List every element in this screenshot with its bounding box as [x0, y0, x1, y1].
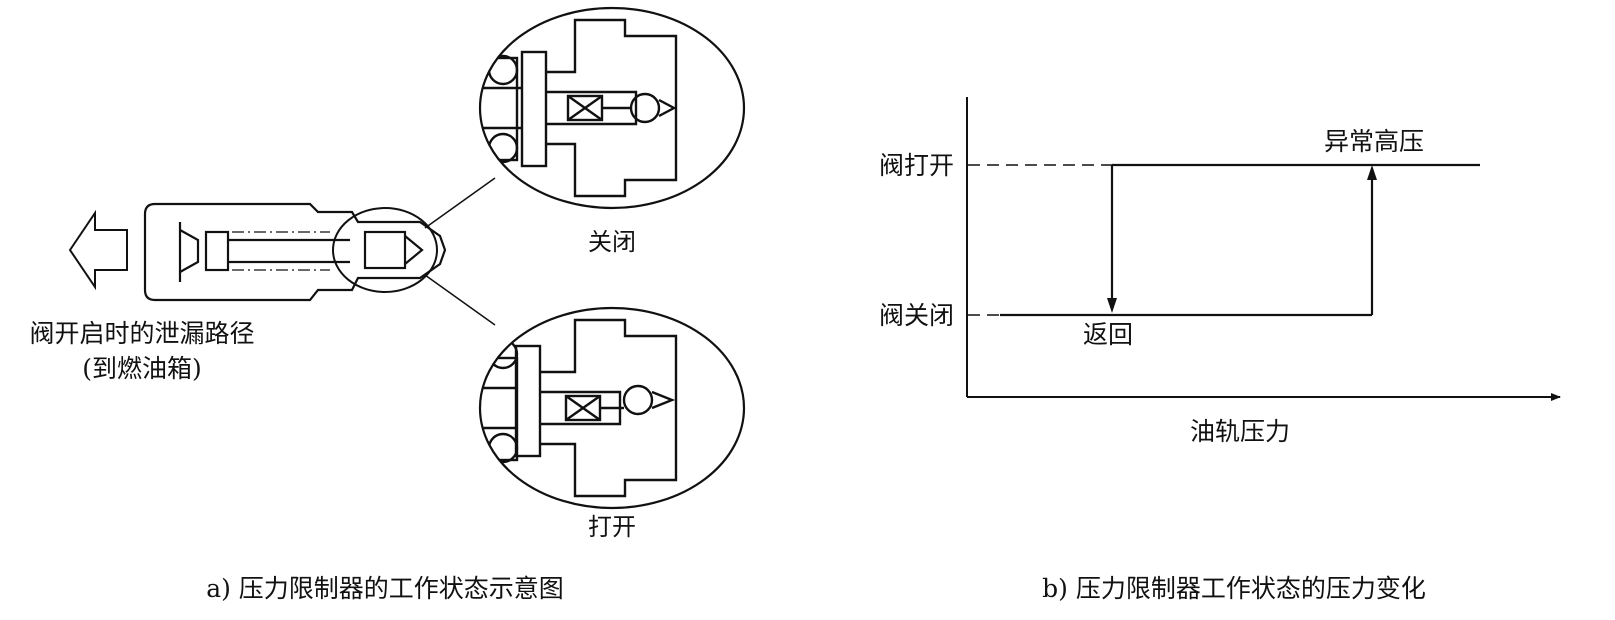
- leak-direction-arrow: [68, 209, 128, 291]
- rise-arrowhead: [1367, 165, 1377, 180]
- state-closed-label: 关闭: [588, 228, 636, 256]
- annotation-return: 返回: [1083, 320, 1133, 349]
- panel-a-caption: a) 压力限制器的工作状态示意图: [206, 574, 564, 603]
- state-open-label: 打开: [588, 513, 636, 541]
- annotation-high-pressure: 异常高压: [1324, 127, 1424, 156]
- return-arrowhead: [1107, 298, 1117, 313]
- panel-a-diagram: 关闭 打开 阀开启时的泄漏路径 (到燃油箱) a) 压力限制器的工作状态示意图: [29, 6, 746, 603]
- detail-marker-circle: [332, 207, 438, 293]
- y-label-closed: 阀关闭: [879, 301, 954, 330]
- closed-detail-view: [478, 6, 746, 210]
- leak-path-label: 阀开启时的泄漏路径: [29, 319, 254, 348]
- leak-path-sublabel: (到燃油箱): [82, 354, 202, 383]
- panel-b-chart: 阀打开 阀关闭 异常高压 返回 油轨压力 b) 压力限制器工作状态的压力变化: [879, 97, 1561, 603]
- leader-line-closed: [424, 177, 496, 229]
- panel-b-caption: b) 压力限制器工作状态的压力变化: [1042, 574, 1426, 603]
- y-label-open: 阀打开: [879, 151, 954, 180]
- pressure-limiter-body: [143, 202, 447, 302]
- open-detail-view: [478, 306, 746, 510]
- x-axis-label: 油轨压力: [1190, 417, 1290, 446]
- leader-line-open: [424, 274, 496, 326]
